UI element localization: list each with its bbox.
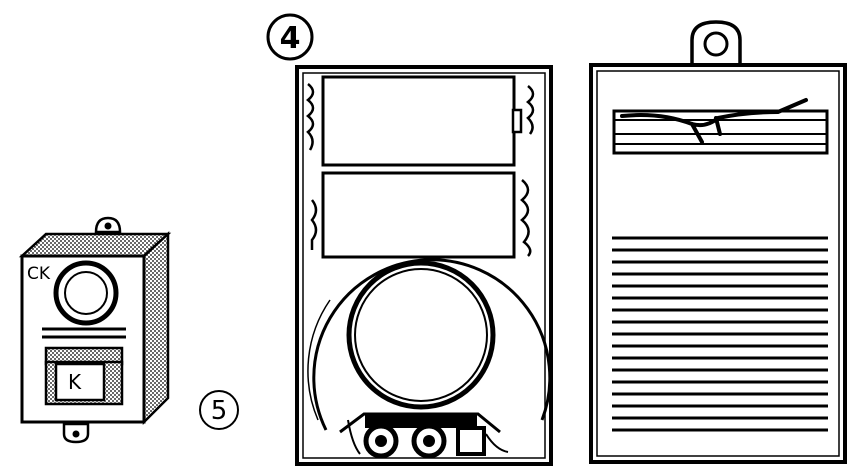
open-box-interior bbox=[295, 65, 553, 466]
box-side-face bbox=[142, 231, 170, 426]
device4-number: 4 bbox=[280, 21, 301, 56]
device5-number-marker: 5 bbox=[199, 390, 239, 430]
hanging-hole bbox=[703, 31, 729, 57]
right-wire bbox=[526, 85, 535, 135]
outer-ring-arc bbox=[312, 258, 552, 431]
device4-number-marker: 4 bbox=[266, 13, 314, 61]
terminal-right bbox=[456, 426, 486, 456]
lightning-mark bbox=[620, 98, 808, 144]
left-wire bbox=[306, 83, 315, 151]
lower-component bbox=[321, 171, 516, 259]
key-face bbox=[54, 362, 106, 402]
label-plate bbox=[612, 98, 829, 155]
instruction-lines bbox=[612, 236, 828, 432]
device5-number: 5 bbox=[211, 396, 228, 426]
coil-ring bbox=[346, 260, 496, 410]
switch-label: CK bbox=[27, 264, 51, 284]
closed-box-lid bbox=[589, 20, 847, 464]
key-label: K bbox=[68, 370, 82, 394]
switch-box-device: CK K bbox=[18, 216, 172, 444]
upper-component bbox=[321, 75, 516, 167]
